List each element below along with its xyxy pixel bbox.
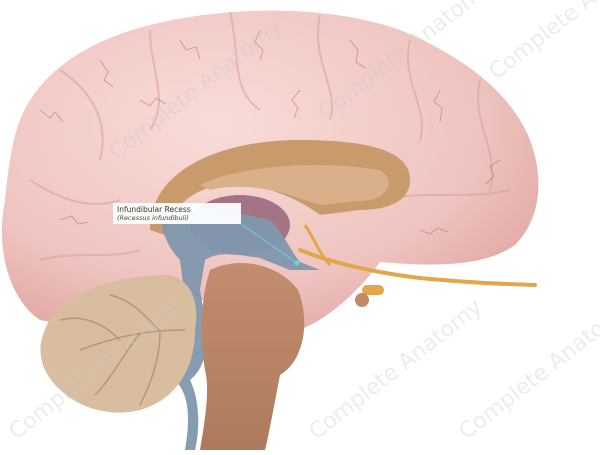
leader-line — [240, 223, 298, 264]
arbor-vitae — [59, 294, 186, 406]
structure-label-latin: (Recessus infundibuli) — [117, 214, 189, 222]
cortex-vessels — [39, 29, 501, 235]
brainstem-pons — [200, 262, 305, 450]
structure-label-title: Infundibular Recess — [117, 205, 191, 214]
cerebellum — [40, 275, 197, 413]
optic-nerve — [298, 248, 537, 287]
third-ventricle — [160, 209, 320, 450]
olfactory-tract — [303, 224, 332, 267]
pituitary — [355, 293, 369, 307]
olfactory-bulb — [362, 285, 384, 295]
leader-anchor-dot[interactable] — [294, 260, 300, 266]
septum-region — [200, 165, 389, 205]
structure-label[interactable]: Infundibular Recess (Recessus infundibul… — [113, 203, 241, 224]
